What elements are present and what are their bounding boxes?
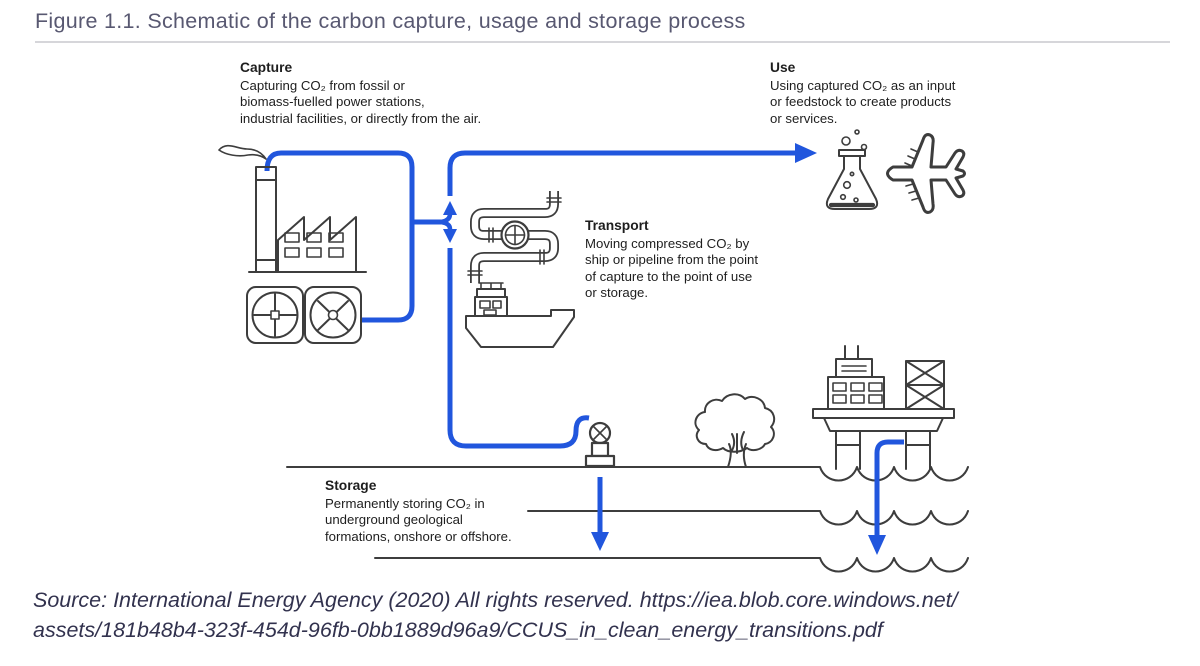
transport-label-block: Transport Moving compressed CO₂ by ship …: [585, 218, 758, 302]
injection-arrowhead-icon: [591, 532, 609, 551]
use-label-block: Use Using captured CO₂ as an input or fe…: [770, 60, 955, 127]
pipe-flanges: [467, 197, 562, 276]
offshore-arrowhead-icon: [868, 535, 886, 555]
platform-legs: [835, 430, 931, 470]
derrick-tower: [905, 360, 945, 410]
factory-roof: [277, 216, 357, 273]
capture-line-1: Capturing CO₂ from fossil or: [240, 77, 405, 93]
capture-line-2: biomass-fuelled power stations,: [240, 94, 425, 109]
flask-body: [825, 155, 879, 210]
tree-icon: [694, 393, 776, 468]
figure-title: Figure 1.1. Schematic of the carbon capt…: [35, 9, 746, 33]
platform-antennas: [844, 345, 859, 360]
wellhead-valve-icon: [584, 421, 616, 468]
title-divider: [35, 41, 1170, 43]
transport-heading: Transport: [585, 218, 649, 233]
use-arrowhead-icon: [795, 143, 817, 163]
storage-line-3: formations, onshore or offshore.: [325, 528, 512, 544]
fan-housing-2: [304, 286, 362, 344]
fan-ring-2: [309, 291, 357, 339]
ship-hull: [465, 309, 575, 348]
flask-rim: [838, 149, 866, 157]
platform-top-module: [835, 358, 873, 378]
transport-line-3: of capture to the point of use: [585, 268, 753, 284]
transport-line-2: ship or pipeline from the point: [585, 252, 759, 267]
airplane-icon: [886, 133, 966, 214]
smoke-icon: [218, 144, 267, 160]
use-line-3: or services.: [770, 110, 838, 126]
storage-line-1: Permanently storing CO₂ in: [325, 495, 485, 511]
formation-line-1: [527, 510, 969, 526]
platform-building: [827, 376, 885, 410]
fan-hub-1: [270, 310, 280, 320]
dac-fans-icon: [246, 286, 362, 344]
use-flow-line: [447, 150, 795, 196]
formation-line-2: [374, 557, 969, 573]
source-line-1: Source: International Energy Agency (202…: [33, 588, 958, 612]
airplane-outline: [886, 133, 966, 214]
ground-line: [286, 466, 969, 482]
fan-ring-1: [251, 291, 299, 339]
platform-windows: [832, 382, 883, 404]
fan-housing-1: [246, 286, 304, 344]
capture-heading: Capture: [240, 60, 293, 75]
co2-flow-lines: [264, 143, 904, 555]
ship-railing: [478, 282, 504, 290]
capture-flow-line: [264, 150, 415, 323]
flask-icon: [825, 129, 879, 210]
factory-windows: [284, 232, 344, 258]
tree-canopy: [694, 393, 776, 453]
transport-line-4: or storage.: [585, 285, 649, 300]
use-line-1: Using captured CO₂ as an input: [770, 77, 956, 93]
source-line-2: assets/181b48b4-323f-454d-96fb-0bb1889d9…: [33, 618, 883, 642]
capture-line-3: industrial facilities, or directly from …: [240, 110, 482, 126]
platform-deck: [812, 408, 955, 432]
geology-lines: [286, 466, 969, 573]
airplane-wing-ticks: [904, 148, 920, 201]
junction-down-branch: [439, 219, 453, 230]
source-citation: Source: International Energy Agency (202…: [33, 585, 958, 645]
use-line-2: or feedstock to create products: [770, 94, 952, 109]
ship-icon: [465, 282, 575, 348]
valve-stem: [590, 441, 610, 458]
tree-trunk: [727, 431, 747, 468]
storage-label-block: Storage Permanently storing CO₂ in under…: [325, 478, 512, 545]
capture-label-block: Capture Capturing CO₂ from fossil or bio…: [240, 60, 481, 127]
flask-bubbles: [839, 129, 868, 203]
up-arrowhead-icon: [443, 201, 457, 215]
use-heading: Use: [770, 60, 796, 75]
chimney: [255, 166, 277, 273]
transport-line-1: Moving compressed CO₂ by: [585, 235, 750, 251]
pipeline-icon: [467, 191, 562, 283]
storage-flow-line: [447, 248, 590, 449]
down-arrowhead-icon: [443, 229, 457, 243]
offshore-platform-icon: [812, 345, 955, 470]
ship-bridge: [476, 288, 506, 298]
storage-heading: Storage: [325, 478, 377, 493]
valve-base: [584, 454, 616, 468]
fan-hub-2: [327, 309, 339, 321]
offshore-injection-line: [874, 439, 904, 536]
storage-line-2: underground geological: [325, 512, 463, 527]
chimney-bands: [255, 179, 277, 261]
factory-icon: [218, 144, 367, 273]
